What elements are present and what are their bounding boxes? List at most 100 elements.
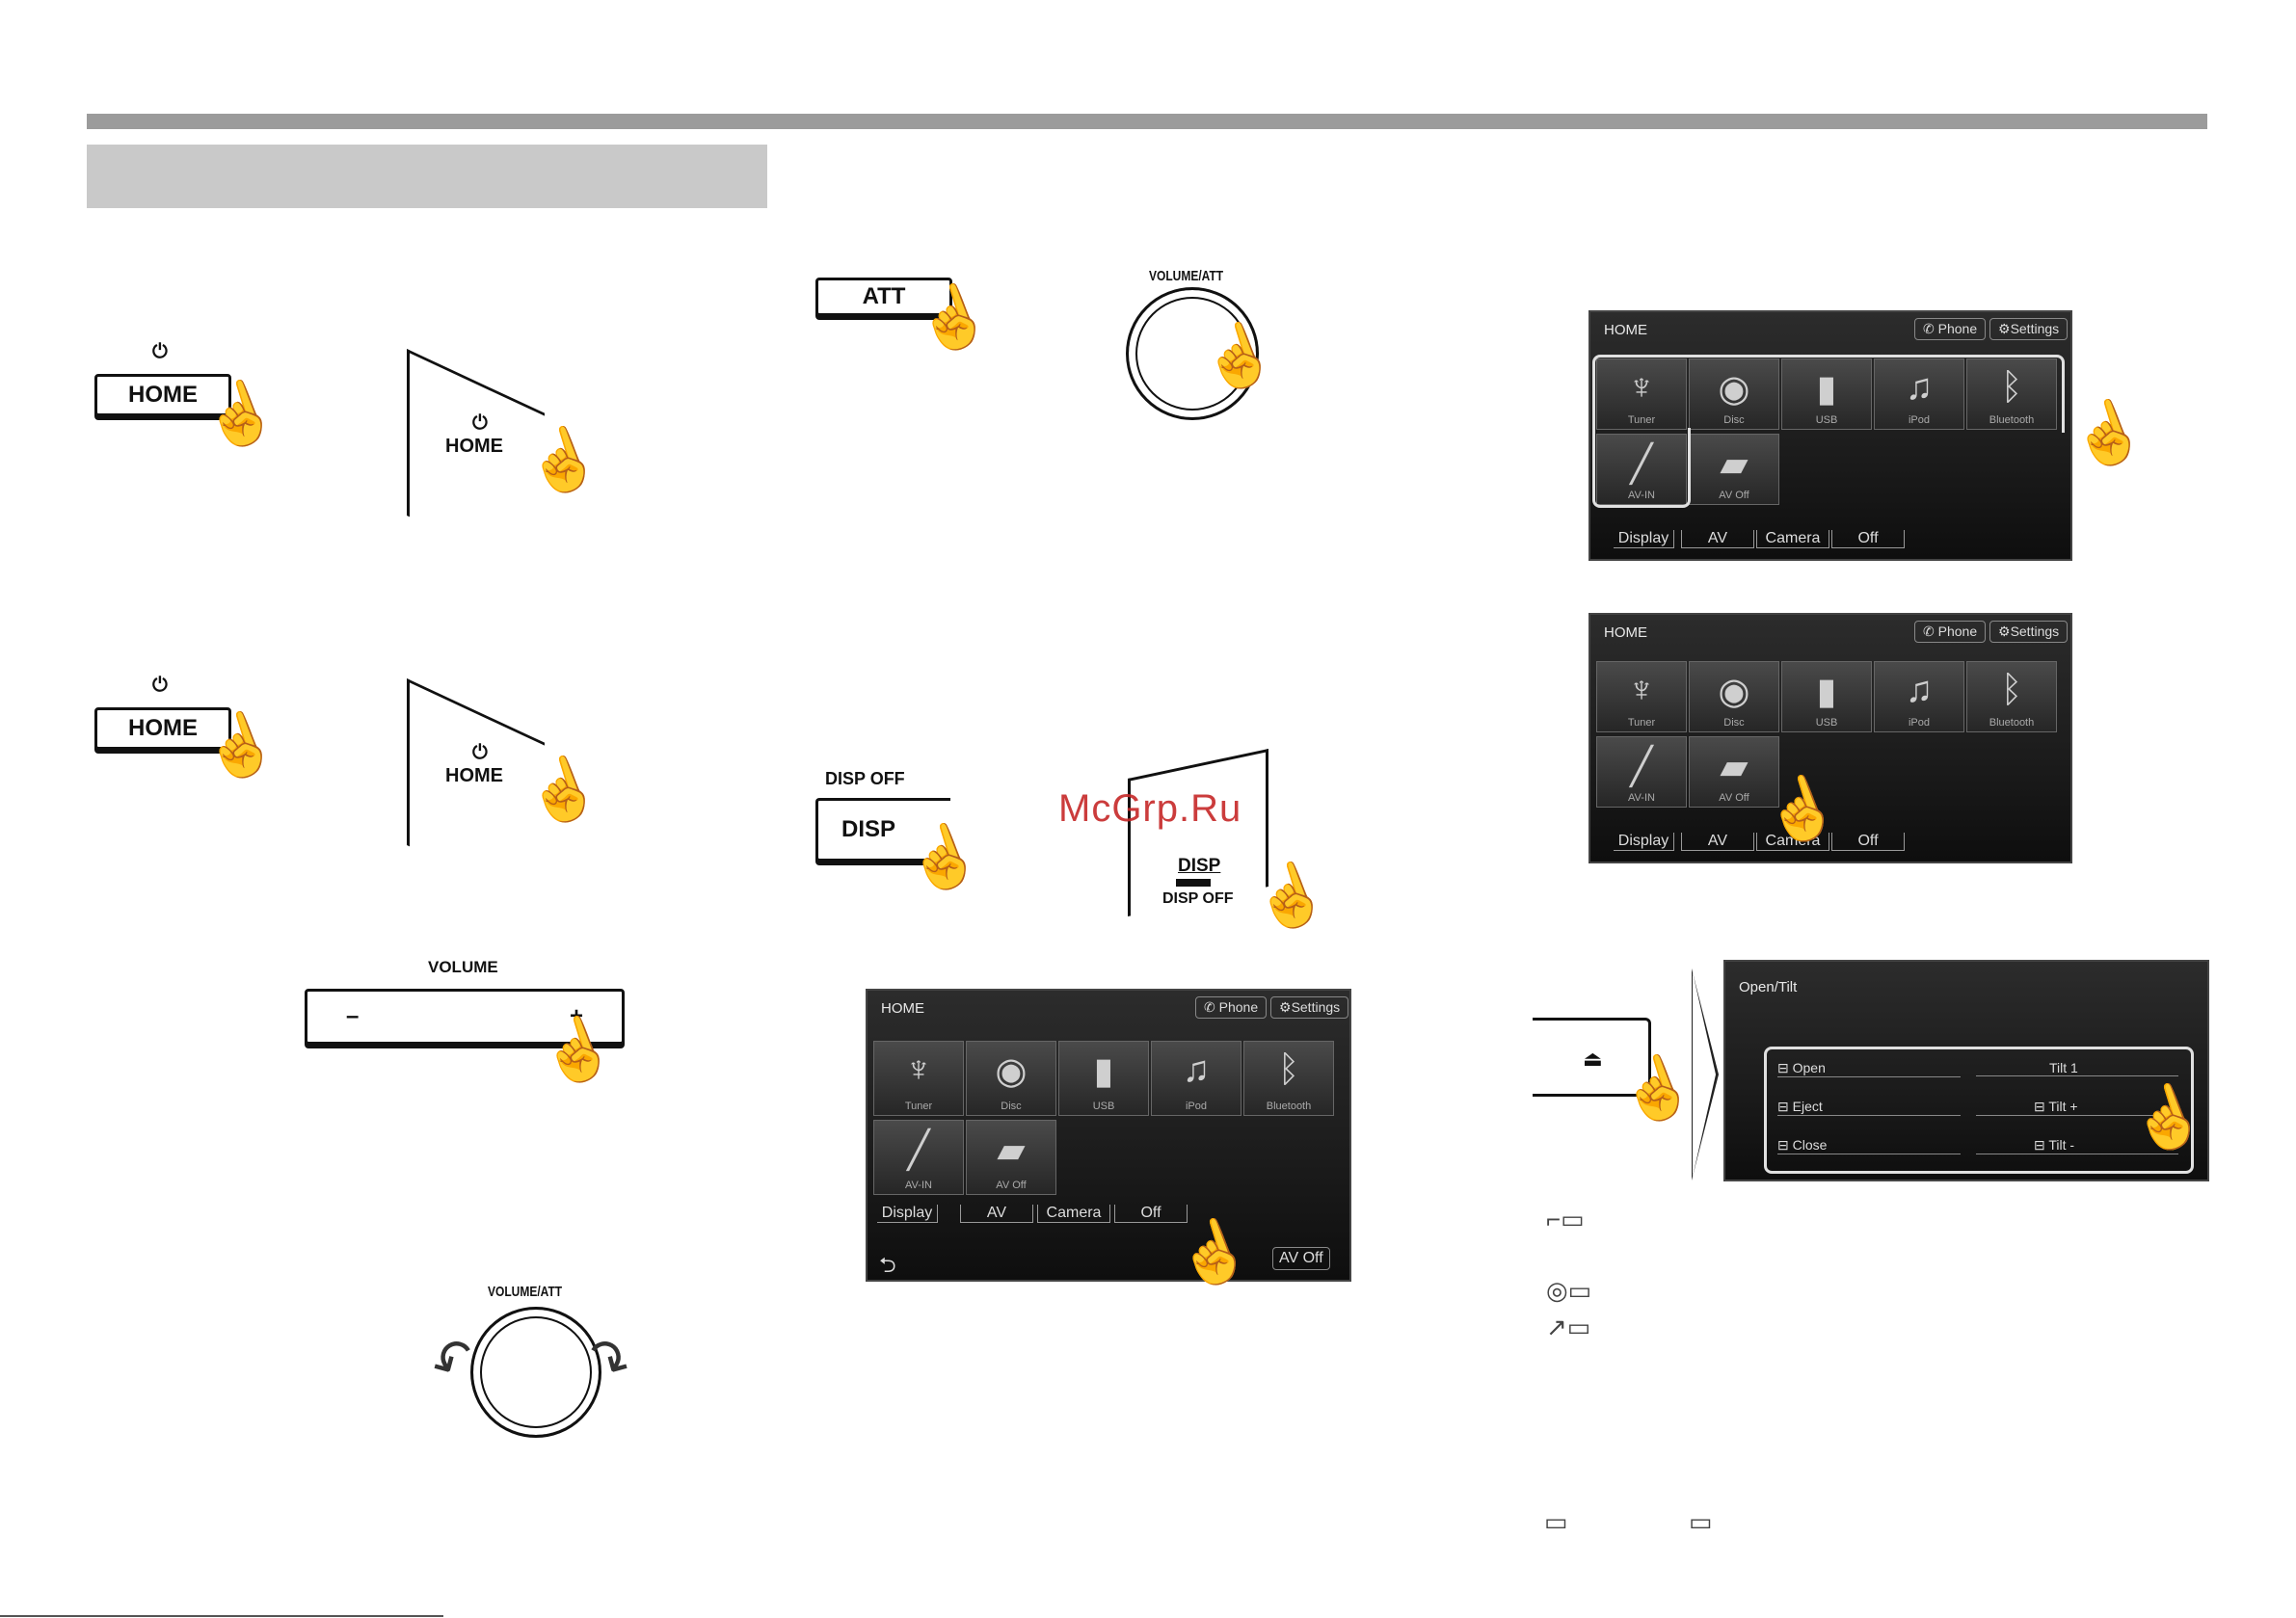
- tab-off[interactable]: Off: [1831, 833, 1905, 851]
- home-button[interactable]: HOME: [445, 765, 503, 786]
- tab-av[interactable]: AV: [1681, 530, 1754, 548]
- tab-av[interactable]: AV: [960, 1205, 1033, 1223]
- source-av-off[interactable]: ▰AV Off: [966, 1120, 1056, 1195]
- tilt-minus-button[interactable]: ⊟ Tilt -: [1976, 1137, 2178, 1154]
- tilt-plus-button[interactable]: ⊟ Tilt +: [1976, 1099, 2178, 1116]
- source-label: Disc: [1723, 717, 1745, 729]
- source-av-off[interactable]: ▰ AV Off: [1689, 736, 1779, 808]
- source-tuner[interactable]: ♆Tuner: [873, 1041, 964, 1116]
- disc-icon: ◉: [1718, 369, 1750, 410]
- disp-button[interactable]: DISP: [1178, 856, 1221, 876]
- phone-button[interactable]: ✆ Phone: [1914, 621, 1987, 643]
- home-button[interactable]: HOME: [94, 707, 231, 750]
- volume-att-knob[interactable]: [470, 1307, 601, 1438]
- options-highlight: [1764, 1047, 2194, 1174]
- gear-icon: ⚙: [1279, 999, 1292, 1015]
- screen-title: HOME: [1604, 322, 1647, 338]
- disp-off-label: DISP OFF: [1162, 890, 1234, 907]
- tab-camera[interactable]: Camera: [1756, 530, 1829, 548]
- av-off-button[interactable]: AV Off: [1272, 1247, 1330, 1270]
- power-icon: ⏻: [472, 742, 488, 763]
- source-usb[interactable]: ▮USB: [1058, 1041, 1149, 1116]
- microphone-jack-icon: ╱: [1630, 444, 1653, 485]
- open-button[interactable]: ⊟ Open: [1777, 1060, 1961, 1077]
- source-disc[interactable]: ◉ Disc: [1689, 358, 1779, 430]
- source-label: iPod: [1908, 717, 1931, 729]
- disp-button[interactable]: DISP: [815, 798, 950, 862]
- source-tuner[interactable]: ♆ Tuner: [1596, 661, 1687, 732]
- eject-icon[interactable]: ⏏: [1583, 1047, 1603, 1071]
- source-ipod[interactable]: ♫ iPod: [1874, 358, 1964, 430]
- source-label: iPod: [1908, 414, 1931, 426]
- source-tuner[interactable]: ♆Tuner: [1596, 358, 1687, 430]
- antenna-tower-icon: ♆: [904, 1049, 933, 1090]
- antenna-tower-icon: ♆: [1627, 670, 1656, 710]
- source-label: AV Off: [1719, 490, 1749, 501]
- tab-av[interactable]: AV: [1681, 833, 1754, 851]
- source-usb[interactable]: ▮ USB: [1781, 661, 1872, 732]
- tab-off[interactable]: Off: [1831, 530, 1905, 548]
- source-label: Tuner: [1627, 717, 1656, 729]
- phone-button[interactable]: ✆ Phone: [1914, 318, 1987, 340]
- source-disc[interactable]: ◉Disc: [1689, 661, 1779, 732]
- usb-stick-icon: ▮: [1816, 672, 1837, 712]
- tilt-1-button[interactable]: Tilt 1: [1976, 1060, 2178, 1076]
- phone-button[interactable]: ✆ Phone: [1195, 996, 1268, 1019]
- source-label: Bluetooth: [1266, 1101, 1312, 1112]
- pointing-hand-icon: ☝: [2061, 389, 2154, 479]
- volume-att-label: VOLUME/ATT: [1149, 268, 1224, 284]
- source-usb[interactable]: ▮USB: [1781, 358, 1872, 430]
- source-bluetooth[interactable]: ᛒ Bluetooth: [1966, 661, 2057, 732]
- eject-button[interactable]: ⊟ Eject: [1777, 1099, 1961, 1116]
- source-ipod[interactable]: ♫iPod: [1874, 661, 1964, 732]
- source-av-in[interactable]: ╱ AV-IN: [1596, 736, 1687, 808]
- settings-button[interactable]: ⚙Settings: [1270, 996, 1349, 1019]
- source-av-in[interactable]: ╱AV-IN: [1596, 434, 1687, 505]
- tab-camera[interactable]: Camera: [1037, 1205, 1110, 1223]
- source-disc[interactable]: ◉Disc: [966, 1041, 1056, 1116]
- source-label: AV Off: [1719, 792, 1749, 804]
- settings-button[interactable]: ⚙Settings: [1989, 621, 2069, 643]
- source-label: iPod: [1185, 1101, 1208, 1112]
- header-rule: [87, 114, 2207, 129]
- source-label: Bluetooth: [1989, 717, 2035, 729]
- gear-icon: ⚙: [1998, 321, 2011, 336]
- volume-rocker[interactable]: – +: [305, 989, 625, 1045]
- power-icon: ⏻: [152, 341, 168, 362]
- usb-stick-icon: ▮: [1093, 1051, 1114, 1092]
- microphone-jack-icon: ╱: [1630, 747, 1653, 787]
- source-label: USB: [1815, 717, 1838, 729]
- source-av-off[interactable]: ▰AV Off: [1689, 434, 1779, 505]
- back-icon[interactable]: ⮌: [879, 1253, 896, 1277]
- tab-camera[interactable]: Camera: [1756, 833, 1829, 851]
- volume-att-knob[interactable]: [1126, 287, 1259, 420]
- source-av-in[interactable]: ╱AV-IN: [873, 1120, 964, 1195]
- close-panel-icon: ⊟: [1777, 1137, 1793, 1153]
- home-screen: HOME ✆ Phone ⚙Settings ♆Tuner ◉ Disc ▮USB…: [1589, 310, 2072, 561]
- bluetooth-icon: ᛒ: [2000, 670, 2023, 710]
- volume-plus-button[interactable]: +: [569, 1003, 583, 1029]
- usb-stick-icon: ▮: [1816, 369, 1837, 410]
- source-label: Disc: [1723, 414, 1745, 426]
- gear-icon: ⚙: [1998, 623, 2011, 639]
- source-highlight: [1592, 355, 2065, 433]
- source-label: AV-IN: [1628, 792, 1655, 804]
- att-button[interactable]: ATT: [815, 278, 952, 316]
- tab-off[interactable]: Off: [1114, 1205, 1188, 1223]
- screen-off-icon: ▰: [1720, 747, 1749, 787]
- source-ipod[interactable]: ♫ iPod: [1151, 1041, 1241, 1116]
- close-button[interactable]: ⊟ Close: [1777, 1137, 1961, 1154]
- home-button[interactable]: HOME: [94, 374, 231, 416]
- music-note-icon: ♫: [1905, 367, 1934, 408]
- settings-button[interactable]: ⚙Settings: [1989, 318, 2069, 340]
- volume-minus-button[interactable]: –: [346, 1003, 360, 1029]
- home-button[interactable]: HOME: [445, 436, 503, 457]
- phone-icon: ✆: [1204, 999, 1219, 1015]
- step-arrow: [1692, 968, 1719, 1180]
- open-tilt-screen: Open/Tilt ⊟ Open ⊟ Eject ⊟ Close Tilt 1 …: [1723, 960, 2209, 1181]
- tab-display: Display: [1614, 530, 1674, 548]
- music-note-icon: ♫: [1182, 1049, 1211, 1090]
- footer-rule: [0, 1615, 443, 1617]
